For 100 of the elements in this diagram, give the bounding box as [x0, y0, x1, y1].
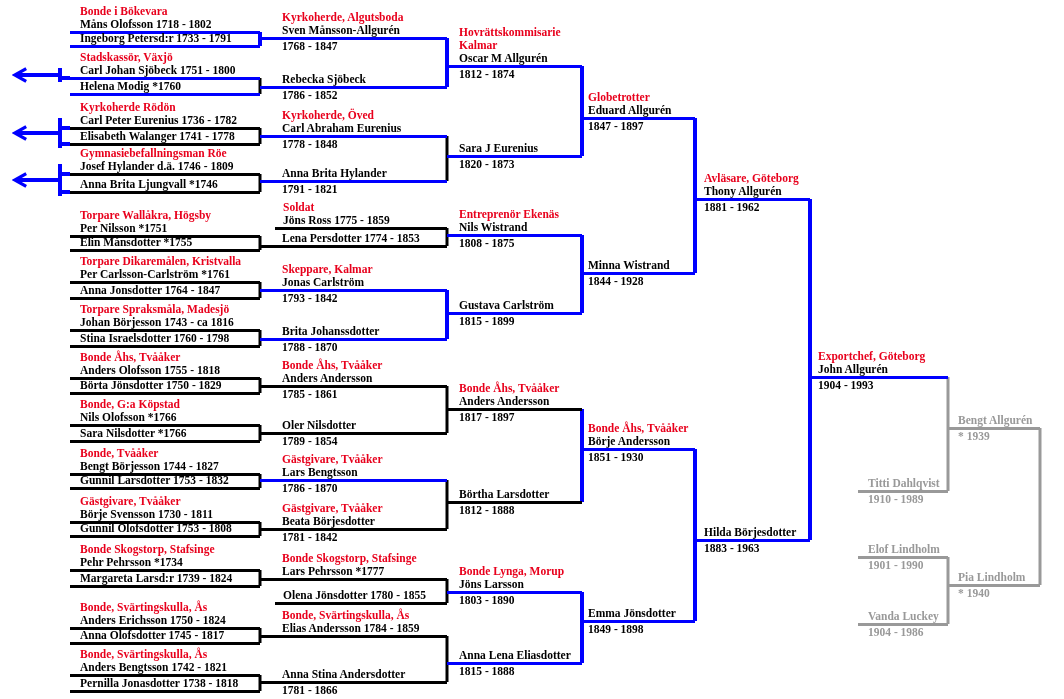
person-name: Olena Jönsdotter 1780 - 1855: [283, 589, 426, 602]
bracket-line: [445, 156, 449, 181]
occupation-label: Bonde Skogstorp, Stafsinge: [80, 543, 215, 556]
life-dates: 1781 - 1842: [282, 531, 338, 544]
occupation-label: Bonde, Svärtingskulla, Ås: [282, 609, 410, 622]
person-name: Oler Nilsdotter: [282, 419, 357, 432]
bracket-line: [445, 386, 449, 409]
occupation-label: Gymnasiebefallningsman Röe: [80, 147, 227, 160]
person-name: Sara J Eurenius: [459, 142, 539, 155]
bracket-line: [580, 273, 584, 313]
life-dates: 1778 - 1848: [282, 138, 338, 151]
life-dates: 1786 - 1852: [282, 89, 338, 102]
person-entry: [70, 332, 260, 348]
person-name: Anna Lena Eliasdotter: [459, 649, 571, 662]
person-name: Anders Bengtsson 1742 - 1821: [80, 661, 227, 674]
life-dates: 1791 - 1821: [282, 183, 338, 196]
occupation-label: Soldat: [283, 201, 315, 214]
bracket-line: [445, 636, 449, 663]
person-entry: [70, 101, 260, 130]
person-entry: [447, 565, 582, 607]
person-name: Lars Pehrsson *1777: [282, 565, 385, 578]
life-dates: 1904 - 1986: [868, 626, 924, 639]
occupation-label: Kyrkoherde, Öved: [282, 109, 374, 122]
person-name: Måns Olofsson 1718 - 1802: [80, 18, 212, 31]
person-name: Emma Jönsdotter: [588, 607, 676, 620]
person-entry: [695, 172, 810, 214]
person-entry: [70, 209, 260, 238]
person-name: Carl Peter Eurenius 1736 - 1782: [80, 114, 238, 127]
life-dates: 1781 - 1866: [282, 684, 338, 697]
occupation-label: Torpare Spraksmåla, Madesjö: [80, 303, 230, 316]
occupation-label: Bonde Åhs, Tvååker: [588, 422, 689, 435]
person-entry: [70, 80, 260, 96]
occupation-label: Globetrotter: [588, 91, 650, 104]
bracket-line: [445, 136, 449, 156]
life-dates: 1904 - 1993: [818, 379, 874, 392]
person-entry: [810, 350, 948, 392]
person-entry: [447, 488, 582, 517]
person-entry: [858, 477, 948, 506]
bracket-line: [693, 118, 697, 199]
person-entry: [948, 414, 1040, 443]
occupation-label: Kyrkoherde Rödön: [80, 101, 176, 114]
person-entry: [447, 299, 582, 328]
person-name: Oscar M Allgurén: [459, 52, 548, 65]
person-entry: [260, 502, 447, 544]
person-name: Anders Olofsson 1755 - 1818: [80, 364, 220, 377]
person-entry: [582, 259, 695, 288]
person-entry: [275, 201, 447, 230]
person-name: Ingeborg Petersd:r 1733 - 1791: [80, 32, 232, 45]
bracket-line: [808, 199, 812, 377]
person-name: Elof Lindholm: [868, 543, 940, 556]
occupation-label: Bonde i Bökevara: [80, 5, 168, 18]
person-entry: [582, 607, 695, 636]
bracket-line: [580, 449, 584, 502]
person-entry: [260, 263, 447, 305]
occupation-label: Bonde Åhs, Tvååker: [282, 359, 383, 372]
person-entry: [70, 255, 260, 284]
life-dates: 1817 - 1897: [459, 411, 515, 424]
bracket-line: [946, 557, 950, 585]
life-dates: 1901 - 1990: [868, 559, 924, 572]
person-entry: [948, 571, 1040, 600]
person-name: Stina Israelsdotter 1760 - 1798: [80, 332, 230, 345]
occupation-label: Kyrkoherde, Algutsboda: [282, 11, 404, 24]
person-entry: [70, 648, 260, 677]
life-dates: 1788 - 1870: [282, 341, 338, 354]
person-name: Rebecka Sjöbeck: [282, 73, 366, 86]
person-entry: [70, 303, 260, 332]
life-dates: 1812 - 1874: [459, 68, 515, 81]
person-name: Anna Stina Andersdotter: [282, 668, 406, 681]
person-entry: [447, 142, 582, 171]
person-entry: [260, 167, 447, 196]
person-name: Elias Andersson 1784 - 1859: [282, 622, 420, 635]
bracket-line: [693, 199, 697, 273]
bracket-line: [946, 428, 950, 491]
life-dates: 1844 - 1928: [588, 275, 644, 288]
bracket-line: [580, 409, 584, 449]
life-dates: 1808 - 1875: [459, 237, 515, 250]
life-dates: * 1940: [958, 587, 990, 600]
ancestor-arrow: [13, 116, 72, 150]
occupation-label: Stadskassör, Växjö: [80, 51, 173, 64]
person-name: Josef Hylander d.ä. 1746 - 1809: [80, 160, 234, 173]
life-dates: 1786 - 1870: [282, 482, 338, 495]
person-name: Anna Brita Hylander: [282, 167, 387, 180]
occupation-label: Exportchef, Göteborg: [818, 350, 926, 363]
bracket-line: [445, 66, 449, 87]
life-dates: 1849 - 1898: [588, 623, 644, 636]
person-name: Sven Månsson-Allgurén: [282, 24, 400, 37]
occupation-label: Bonde Lynga, Morup: [459, 565, 565, 578]
person-name: Minna Wistrand: [588, 259, 670, 272]
bracket-line: [445, 38, 449, 66]
person-name: Pehr Pehrsson *1734: [80, 556, 183, 569]
ancestor-arrow: [13, 162, 72, 198]
person-name: Per Carlsson-Carlström *1761: [80, 268, 230, 281]
person-entry: [70, 130, 260, 146]
person-name: Per Nilsson *1751: [80, 222, 168, 235]
person-entry: [70, 447, 260, 476]
person-name: Bengt Allgurén: [958, 414, 1033, 427]
bracket-line: [580, 235, 584, 273]
life-dates: 1883 - 1963: [704, 542, 760, 555]
bracket-line: [445, 313, 449, 339]
person-name: Carl Abraham Eurenius: [282, 122, 402, 135]
